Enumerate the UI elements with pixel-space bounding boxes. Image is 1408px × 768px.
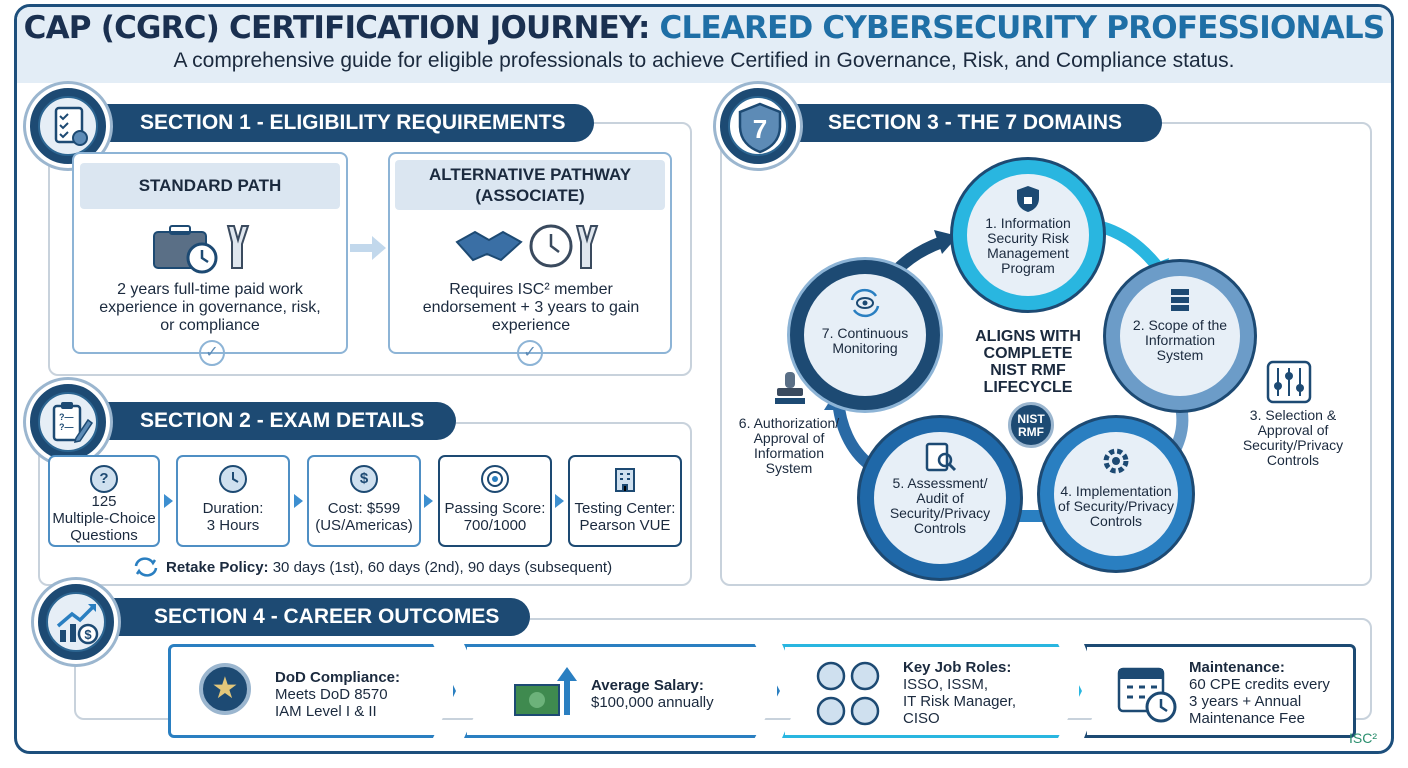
check-circle-icon: ✓	[517, 340, 543, 366]
section1-badge	[26, 84, 110, 168]
question-bubble-icon: ?	[90, 465, 118, 493]
svg-text:?—: ?—	[59, 422, 74, 432]
career-card-salary: Average Salary:$100,000 annually	[464, 644, 780, 738]
sliders-icon	[1266, 360, 1314, 409]
calendar-clock-icon	[1115, 661, 1181, 731]
building-icon	[610, 463, 640, 493]
badge-number: 7	[753, 114, 767, 144]
clipboard-pencil-icon: ?—?—	[38, 392, 98, 452]
dollar-coin-icon: $	[350, 465, 378, 493]
eye-refresh-icon	[848, 286, 882, 320]
section4-badge: $	[34, 580, 118, 664]
money-growth-icon	[511, 663, 581, 727]
exam-item-cost: $ Cost: $599(US/Americas)	[307, 455, 421, 547]
exam-item-passing-score: Passing Score:700/1000	[438, 455, 552, 547]
growth-chart-icon: $	[46, 592, 106, 652]
flow-arrow-icon	[424, 494, 433, 508]
clipboard-magnifier-icon	[923, 440, 957, 474]
page-title: CAP (CGRC) CERTIFICATION JOURNEY: CLEARE…	[23, 10, 1386, 46]
section3-badge: 7	[716, 84, 800, 168]
svg-text:?—: ?—	[59, 412, 74, 422]
page-subtitle: A comprehensive guide for eligible profe…	[173, 49, 1235, 72]
career-card-roles: Key Job Roles:ISSO, ISSM,IT Risk Manager…	[782, 644, 1082, 738]
header-band	[17, 7, 1391, 83]
section2-title: SECTION 2 - EXAM DETAILS	[60, 402, 456, 440]
flow-arrow-icon	[164, 494, 173, 508]
target-icon	[481, 465, 509, 493]
retake-policy: Retake Policy: 30 days (1st), 60 days (2…	[166, 559, 613, 576]
section2-badge: ?—?—	[26, 380, 110, 464]
exam-item-testing-center: Testing Center:Pearson VUE	[568, 455, 682, 547]
section1-title: SECTION 1 - ELIGIBILITY REQUIREMENTS	[60, 104, 594, 142]
clock-icon	[219, 465, 247, 493]
check-circle-icon: ✓	[199, 340, 225, 366]
flow-arrow-icon	[294, 494, 303, 508]
star-medal-icon: ★	[199, 663, 251, 715]
standard-path-heading: STANDARD PATH	[80, 163, 340, 209]
checklist-icon	[38, 96, 98, 156]
arrow-right-icon	[348, 234, 388, 267]
section3-title: SECTION 3 - THE 7 DOMAINS	[748, 104, 1162, 142]
server-icon	[1165, 286, 1195, 316]
alternative-path-heading: ALTERNATIVE PATHWAY(ASSOCIATE)	[395, 160, 665, 210]
isc2-logo: ISC²	[1349, 730, 1377, 746]
retake-cycle-icon	[132, 556, 160, 583]
gear-wrench-icon	[1099, 444, 1133, 478]
handshake-clock-icon	[455, 220, 605, 277]
exam-item-duration: Duration:3 Hours	[176, 455, 290, 547]
people-icon	[815, 659, 881, 733]
shield-lock-icon	[1013, 184, 1043, 214]
arrow-7-to-1-head	[934, 230, 958, 254]
flow-arrow-icon	[555, 494, 564, 508]
briefcase-clock-icon	[150, 222, 270, 279]
svg-text:$: $	[84, 627, 92, 642]
stamp-icon	[772, 370, 808, 413]
section4-title: SECTION 4 - CAREER OUTCOMES	[74, 598, 530, 636]
shield-seven-icon: 7	[728, 96, 788, 156]
